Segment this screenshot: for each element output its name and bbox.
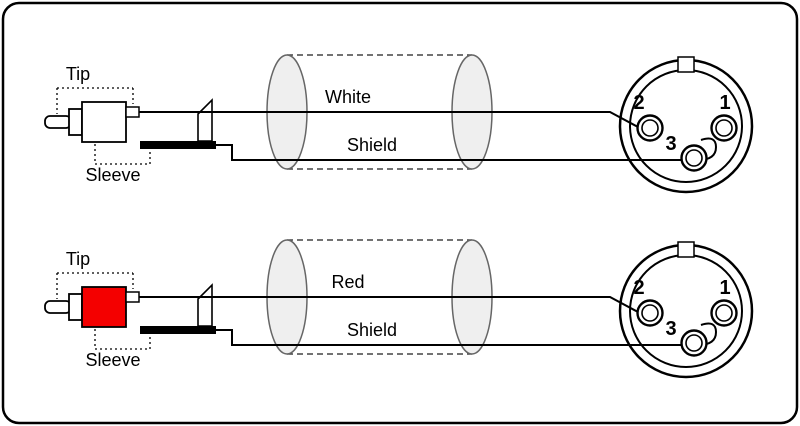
xlr-pin-1-label: 1 <box>719 92 730 114</box>
sleeve-label: Sleeve <box>85 165 140 185</box>
rca-pin <box>44 115 72 129</box>
tip-label: Tip <box>66 249 90 269</box>
rca-collar <box>68 293 83 321</box>
signal-wire <box>139 296 639 313</box>
xlr-pin-3-label: 3 <box>665 318 676 340</box>
xlr-pin-3-inner <box>685 149 703 167</box>
xlr-pin-1-inner <box>715 304 733 322</box>
xlr-pin-1-inner <box>715 119 733 137</box>
xlr-pin-2 <box>636 299 664 327</box>
rca-ground-bar <box>140 141 216 149</box>
xlr-pin-2-label: 2 <box>633 92 644 114</box>
sleeve-leader-line <box>94 144 151 165</box>
channel-1-diagram: Tip Sleeve 2 1 3 White Shield <box>44 54 754 194</box>
rca-body <box>81 101 127 143</box>
rca-ground-bar <box>140 326 216 334</box>
xlr-pin-2-inner <box>641 119 659 137</box>
xlr-pin-2-label: 2 <box>633 277 644 299</box>
rca-plug <box>44 98 216 149</box>
xlr-pin-3-label: 3 <box>665 133 676 155</box>
xlr-pin-1 <box>710 114 738 142</box>
rca-collar <box>68 108 83 136</box>
xlr-pin-3-inner <box>685 334 703 352</box>
sleeve-leader-line <box>94 329 151 350</box>
xlr-pin-1-label: 1 <box>719 277 730 299</box>
rca-pin <box>44 300 72 314</box>
tip-leader-line <box>56 87 134 114</box>
rca-body <box>81 286 127 328</box>
shield-wire-label: Shield <box>347 135 397 155</box>
sleeve-label: Sleeve <box>85 350 140 370</box>
xlr-pin-2 <box>636 114 664 142</box>
tip-leader-line <box>56 272 134 299</box>
xlr-pin-1 <box>710 299 738 327</box>
signal-wire-label: White <box>325 87 371 107</box>
rca-tip-solder-lug <box>125 291 140 303</box>
signal-wire-label: Red <box>331 272 364 292</box>
channel-2-diagram: Tip Sleeve 2 1 3 Red Shield <box>44 239 754 379</box>
signal-wire <box>139 111 639 128</box>
shield-wire-label: Shield <box>347 320 397 340</box>
tip-label: Tip <box>66 64 90 84</box>
xlr-pin-3 <box>680 144 708 172</box>
xlr-keyway-notch <box>677 56 695 73</box>
xlr-keyway-notch <box>677 241 695 258</box>
xlr-pin-3 <box>680 329 708 357</box>
rca-tip-solder-lug <box>125 106 140 118</box>
xlr-pin-2-inner <box>641 304 659 322</box>
